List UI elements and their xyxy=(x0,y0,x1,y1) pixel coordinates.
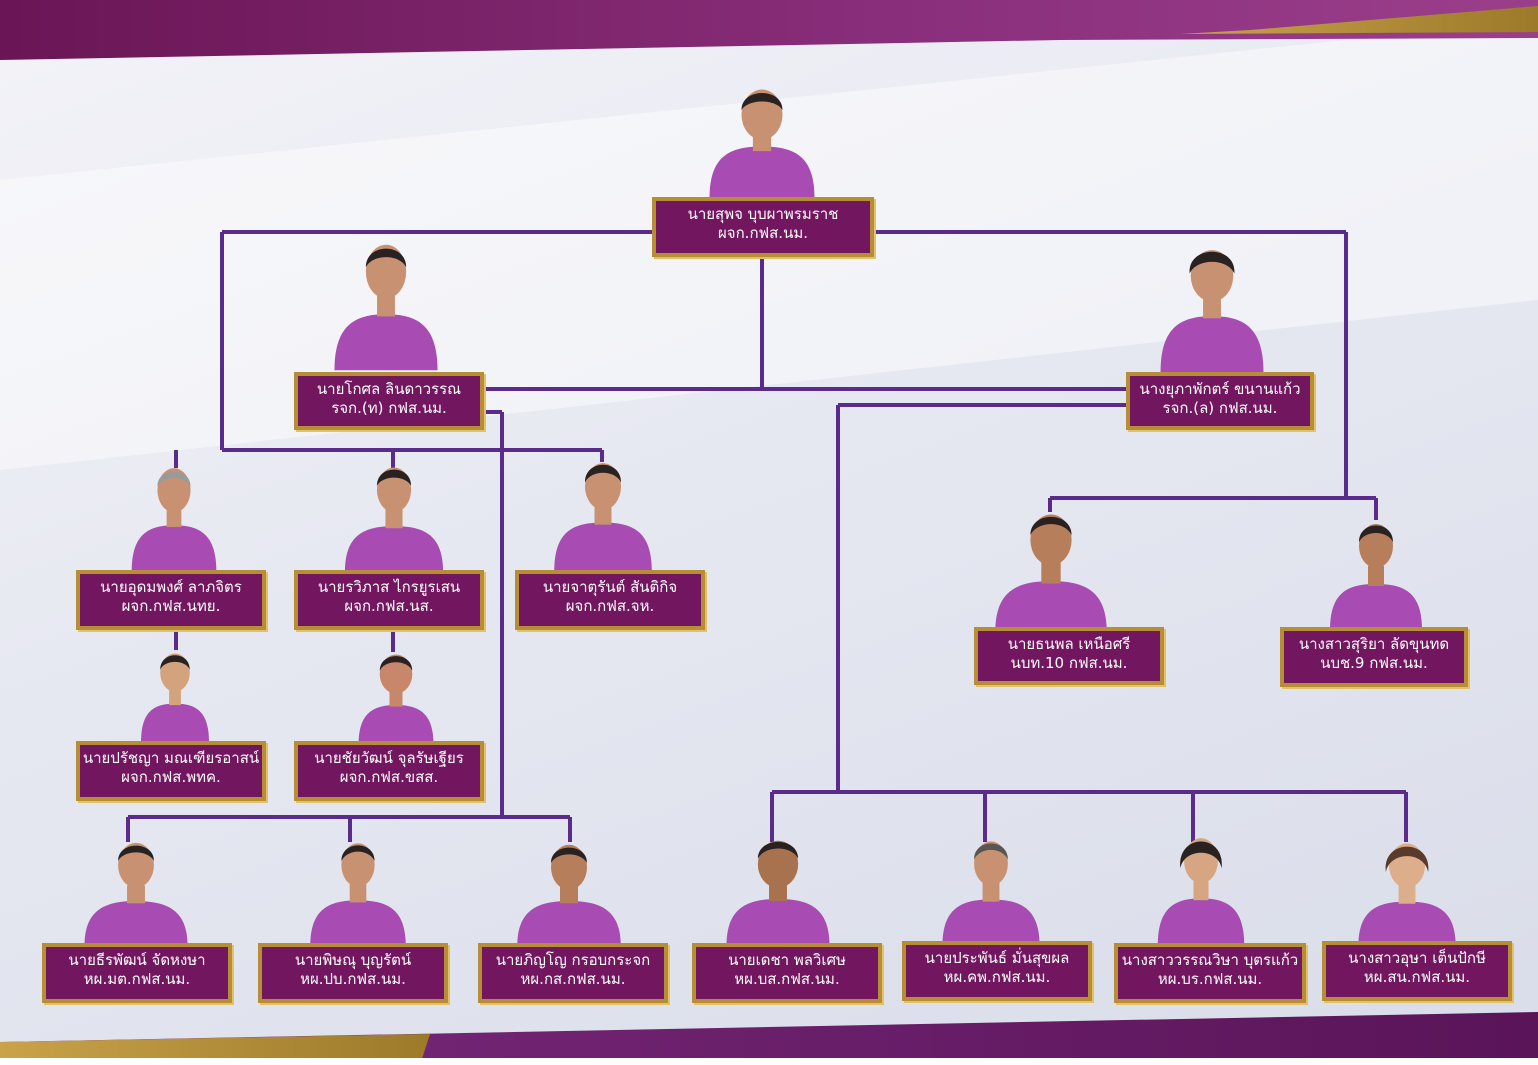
person-icon xyxy=(709,89,815,198)
person-icon xyxy=(995,514,1107,632)
person-icon xyxy=(344,467,444,572)
person-name: นายพิษณุ บุญรัตน์ xyxy=(294,951,412,969)
person-title: ผจก.กฟส.พทค. xyxy=(121,768,221,786)
person-name: นายภิญโญ กรอบกระจก xyxy=(495,951,651,969)
card-wannawisa: นางสาววรรณวิษา บุตรแก้ว หผ.บร.กฟส.นม. xyxy=(1114,943,1306,1003)
person-name: นายเดชา พลวิเศษ xyxy=(728,951,846,969)
card-pinyo: นายภิญโญ กรอบกระจก หผ.กส.กฟส.นม. xyxy=(478,943,668,1003)
person-title: ผจก.กฟส.นม. xyxy=(718,224,808,242)
person-icon xyxy=(517,844,621,946)
card-jaturan: นายจาตุรันต์ สันติกิจ ผจก.กฟส.จห. xyxy=(515,570,705,630)
person-icon xyxy=(1160,250,1264,372)
person-title: ผจก.กฟส.นส. xyxy=(344,597,434,615)
card-pitsanu: นายพิษณุ บุญรัตน์ หผ.ปบ.กฟส.นม. xyxy=(258,943,448,1003)
card-udompong: นายอุดมพงศ์ ลาภจิตร ผจก.กฟส.นทย. xyxy=(76,570,266,630)
person-icon xyxy=(131,468,217,572)
person-title: นบท.10 กฟส.นม. xyxy=(1010,654,1128,672)
person-icon xyxy=(84,842,188,946)
person-name: นางสาวสุริยา ลัดขุนทด xyxy=(1298,635,1450,653)
person-name: นางสาววรรณวิษา บุตรแก้ว xyxy=(1121,951,1299,969)
person-title: รจก.(ท) กฟส.นม. xyxy=(331,399,447,417)
person-icon xyxy=(1330,524,1422,630)
person-name: นายธีรพัฒน์ จัดหงษา xyxy=(68,951,206,969)
person-icon xyxy=(334,244,438,371)
person-name: นายโกศล ลินดาวรรณ xyxy=(316,380,462,398)
person-icon xyxy=(358,654,434,744)
person-name: นายธนพล เหนือศรี xyxy=(1007,635,1131,653)
card-kosol: นายโกศล ลินดาวรรณ รจก.(ท) กฟส.นม. xyxy=(294,372,484,430)
person-title: หผ.บส.กฟส.นม. xyxy=(734,970,840,988)
person-icon xyxy=(942,841,1040,946)
person-name: นางสาวอุษา เต็นปักษี xyxy=(1348,949,1486,967)
person-title: หผ.ปบ.กฟส.นม. xyxy=(300,970,406,988)
card-decha: นายเดชา พลวิเศษ หผ.บส.กฟส.นม. xyxy=(692,943,882,1003)
card-rawipas: นายรวิภาส ไกรยูรเสน ผจก.กฟส.นส. xyxy=(294,570,484,630)
person-name: นายจาตุรันต์ สันติกิจ xyxy=(542,578,678,596)
card-yupapak: นางยุภาพักตร์ ขนานแก้ว รจก.(ล) กฟส.นม. xyxy=(1126,372,1314,430)
person-title: หผ.มต.กฟส.นม. xyxy=(83,970,191,988)
person-title: รจก.(ล) กฟส.นม. xyxy=(1162,399,1278,417)
person-title: หผ.คพ.กฟส.นม. xyxy=(943,968,1051,986)
person-title: หผ.สน.กฟส.นม. xyxy=(1363,968,1471,986)
person-name: นางยุภาพักตร์ ขนานแก้ว xyxy=(1139,380,1301,398)
card-supot: นายสุพจ บุบผาพรมราช ผจก.กฟส.นม. xyxy=(652,197,874,257)
card-usa: นางสาวอุษา เต็นปักษี หผ.สน.กฟส.นม. xyxy=(1322,941,1512,1001)
person-name: นายอุดมพงศ์ ลาภจิตร xyxy=(100,578,242,596)
person-title: นบช.9 กฟส.นม. xyxy=(1320,654,1428,672)
person-title: หผ.บร.กฟส.นม. xyxy=(1157,970,1263,988)
person-name: นายชัยวัฒน์ จุลรัษเฐียร xyxy=(314,749,464,767)
person-icon xyxy=(1157,838,1245,946)
card-theeraphat: นายธีรพัฒน์ จัดหงษา หผ.มต.กฟส.นม. xyxy=(42,943,232,1003)
person-name: นายสุพจ บุบผาพรมราช xyxy=(687,205,839,223)
person-name: นายรวิภาส ไกรยูรเสน xyxy=(317,578,461,596)
card-thanapol: นายธนพล เหนือศรี นบท.10 กฟส.นม. xyxy=(974,627,1164,685)
person-icon xyxy=(1358,843,1456,946)
person-title: ผจก.กฟส.ขสส. xyxy=(339,768,439,786)
person-name: นายปรัชญา มณเฑียรอาสน์ xyxy=(82,749,260,767)
person-title: ผจก.กฟส.นทย. xyxy=(121,597,221,615)
card-pratya: นายปรัชญา มณเฑียรอาสน์ ผจก.กฟส.พทค. xyxy=(76,741,266,801)
card-suriya: นางสาวสุริยา ลัดขุนทด นบช.9 กฟส.นม. xyxy=(1280,627,1468,687)
card-chaiwat: นายชัยวัฒน์ จุลรัษเฐียร ผจก.กฟส.ขสส. xyxy=(294,741,484,801)
person-icon xyxy=(554,463,652,572)
person-icon xyxy=(141,653,209,742)
person-name: นายประพันธ์ มั่นสุขผล xyxy=(924,949,1070,967)
person-title: ผจก.กฟส.จห. xyxy=(565,597,655,615)
card-prapan: นายประพันธ์ มั่นสุขผล หผ.คพ.กฟส.นม. xyxy=(902,941,1092,1001)
person-title: หผ.กส.กฟส.นม. xyxy=(520,970,626,988)
person-icon xyxy=(310,843,406,946)
person-icon xyxy=(726,840,830,946)
